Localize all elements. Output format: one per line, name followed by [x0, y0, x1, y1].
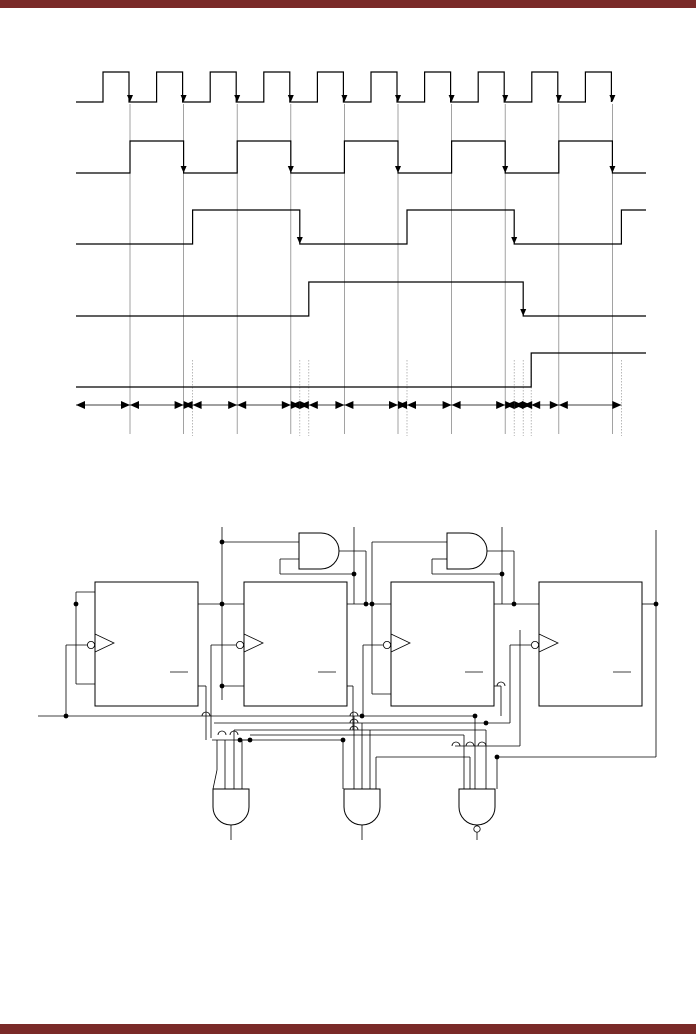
q3-waveform: [76, 352, 646, 388]
edge-arrowhead: [555, 95, 562, 102]
edge-arrowhead: [127, 95, 133, 102]
and4-gate-1: [212, 788, 250, 826]
interval-arrowhead: [612, 401, 622, 409]
timing-dashed-guide-lines: [192, 360, 622, 436]
q2-waveform: [76, 281, 646, 317]
interval-arrowhead: [407, 401, 416, 409]
edge-arrowhead: [234, 95, 241, 102]
interval-arrowhead: [76, 401, 85, 409]
edge-arrowhead: [520, 309, 527, 316]
delay-interval-arrows: [76, 401, 622, 409]
edge-arrowhead: [287, 166, 294, 173]
flip-flop-3: [390, 581, 495, 707]
interval-arrowhead: [192, 401, 202, 409]
interval-arrowhead: [442, 401, 452, 409]
interval-arrowhead: [398, 401, 407, 409]
and4-gate-2: [343, 788, 381, 826]
edge-arrowhead: [395, 166, 401, 173]
interval-arrowhead: [522, 401, 532, 409]
edge-arrowhead: [609, 95, 616, 102]
edge-arrowhead: [502, 95, 509, 102]
wire-junction-dots: [63, 539, 659, 760]
interval-arrowhead: [389, 401, 398, 409]
interval-arrowhead: [531, 401, 541, 409]
interval-arrowhead: [174, 401, 184, 409]
interval-arrowhead: [308, 401, 318, 409]
interval-arrowhead: [228, 401, 238, 409]
interval-arrowhead: [183, 401, 193, 409]
edge-arrowhead: [502, 166, 509, 173]
header-band: [0, 0, 696, 8]
interval-arrowhead: [281, 401, 291, 409]
interval-arrowhead: [496, 401, 506, 409]
timing-diagram: [76, 71, 646, 436]
edge-arrowhead: [511, 237, 518, 244]
interval-arrowhead: [299, 401, 309, 409]
edge-arrowhead: [180, 95, 187, 102]
interval-arrowhead: [344, 401, 354, 409]
interval-arrowhead: [514, 401, 524, 409]
flip-flop-4: [538, 581, 643, 707]
and-gate-2: [446, 532, 488, 570]
interval-arrowhead: [558, 401, 568, 409]
edge-arrowhead: [287, 95, 294, 102]
clock-waveform: [76, 71, 612, 103]
edge-arrowhead: [296, 237, 303, 244]
edge-arrowhead: [341, 95, 348, 102]
edge-arrowhead: [395, 95, 401, 102]
interval-arrowhead: [549, 401, 559, 409]
edge-arrowhead: [448, 95, 455, 102]
interval-arrowhead: [237, 401, 247, 409]
clock-input-symbols: [87, 633, 559, 653]
interval-arrowhead: [335, 401, 345, 409]
flip-flop-1: [94, 581, 199, 707]
circuit-wiring: [38, 527, 657, 840]
edge-arrowhead: [180, 166, 187, 173]
interval-arrowhead: [130, 401, 139, 409]
interval-arrowhead: [505, 401, 515, 409]
flip-flop-2: [243, 581, 348, 707]
and-gate-1: [298, 532, 340, 570]
interval-arrowhead: [290, 401, 300, 409]
q0-waveform: [76, 140, 646, 174]
interval-arrowhead: [451, 401, 461, 409]
falling-edge-arrows: [127, 95, 616, 316]
interval-arrowhead: [121, 401, 130, 409]
edge-arrowhead: [609, 166, 616, 173]
footer-band: [0, 1024, 696, 1034]
output-inversion-bubble: [473, 825, 481, 833]
and4-gate-3: [458, 788, 496, 826]
q1-waveform: [76, 209, 646, 245]
